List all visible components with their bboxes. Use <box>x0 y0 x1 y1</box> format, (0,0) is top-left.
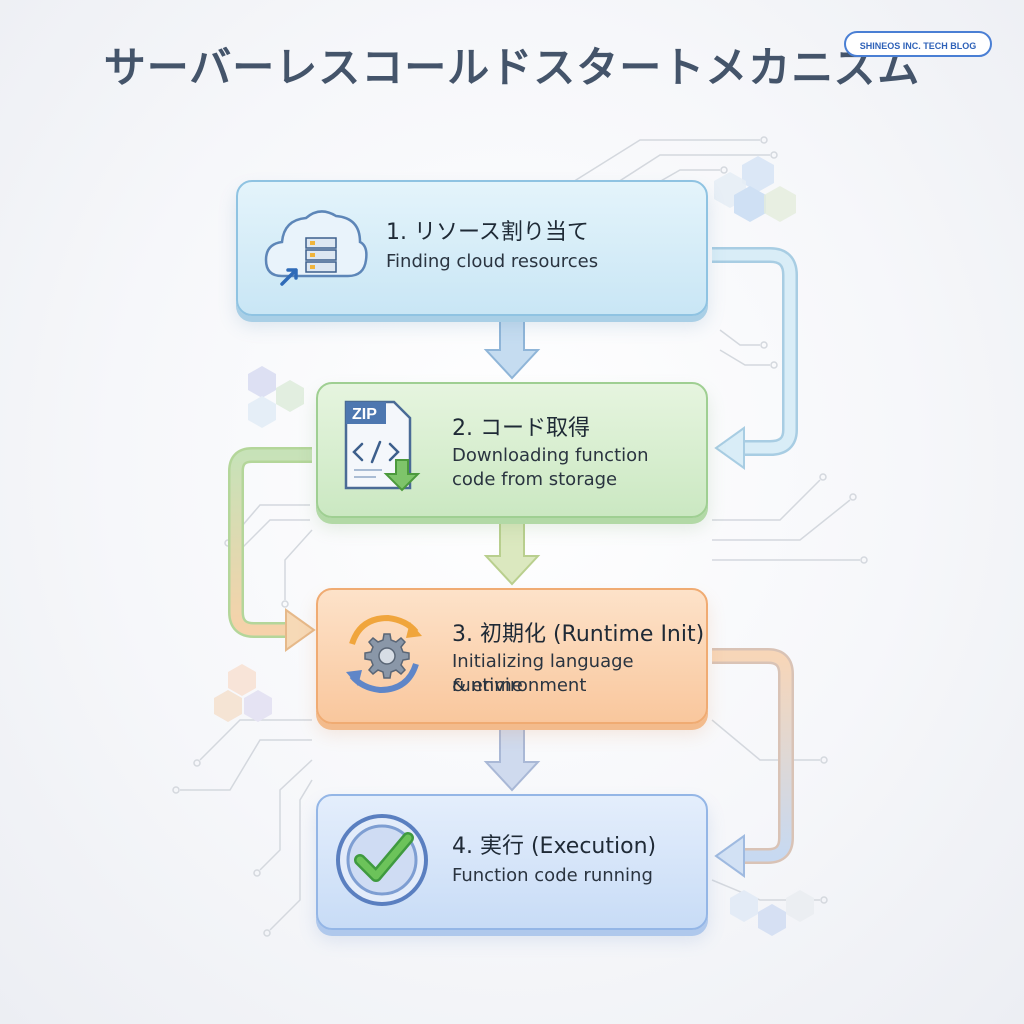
cloud-server-icon <box>264 210 368 286</box>
step-title-1: 1. リソース割り当て <box>386 220 589 245</box>
down-arrow-2-3 <box>483 521 541 586</box>
step-desc-2a: Downloading function <box>452 445 649 466</box>
zip-file-download-icon: ZIP <box>344 400 421 492</box>
zip-label: ZIP <box>352 406 377 423</box>
step-card-1: 1. リソース割り当て Finding cloud resources <box>236 180 708 316</box>
step-desc-3b: & environment <box>452 675 587 696</box>
step-title-3: 3. 初期化 (Runtime Init) <box>452 622 705 647</box>
down-arrow-1-2 <box>483 317 541 380</box>
step-card-4: 4. 実行 (Execution) Function code running <box>316 794 708 930</box>
step-title-4: 4. 実行 (Execution) <box>452 834 657 859</box>
step-card-2: ZIP 2. コード取得 Downloading function code f… <box>316 382 708 518</box>
step-desc-2b: code from storage <box>452 469 618 490</box>
side-arrow-3-4 <box>712 648 794 878</box>
step-desc-4: Function code running <box>452 865 653 886</box>
down-arrow-3-4 <box>483 727 541 792</box>
gear-cycle-icon <box>346 614 422 694</box>
side-arrow-2-3 <box>228 447 316 652</box>
step-title-2: 2. コード取得 <box>452 416 590 441</box>
blog-badge: SHINEOS INC. TECH BLOG <box>844 31 992 57</box>
step-desc-1: Finding cloud resources <box>386 251 599 272</box>
side-arrow-1-2 <box>712 247 798 470</box>
page-title: サーバーレスコールドスタートメカニズム <box>103 43 921 92</box>
checkmark-icon <box>336 814 428 906</box>
step-desc-3a: Initializing language runtime <box>452 651 634 696</box>
step-card-3: 3. 初期化 (Runtime Init) Initializing langu… <box>316 588 708 724</box>
